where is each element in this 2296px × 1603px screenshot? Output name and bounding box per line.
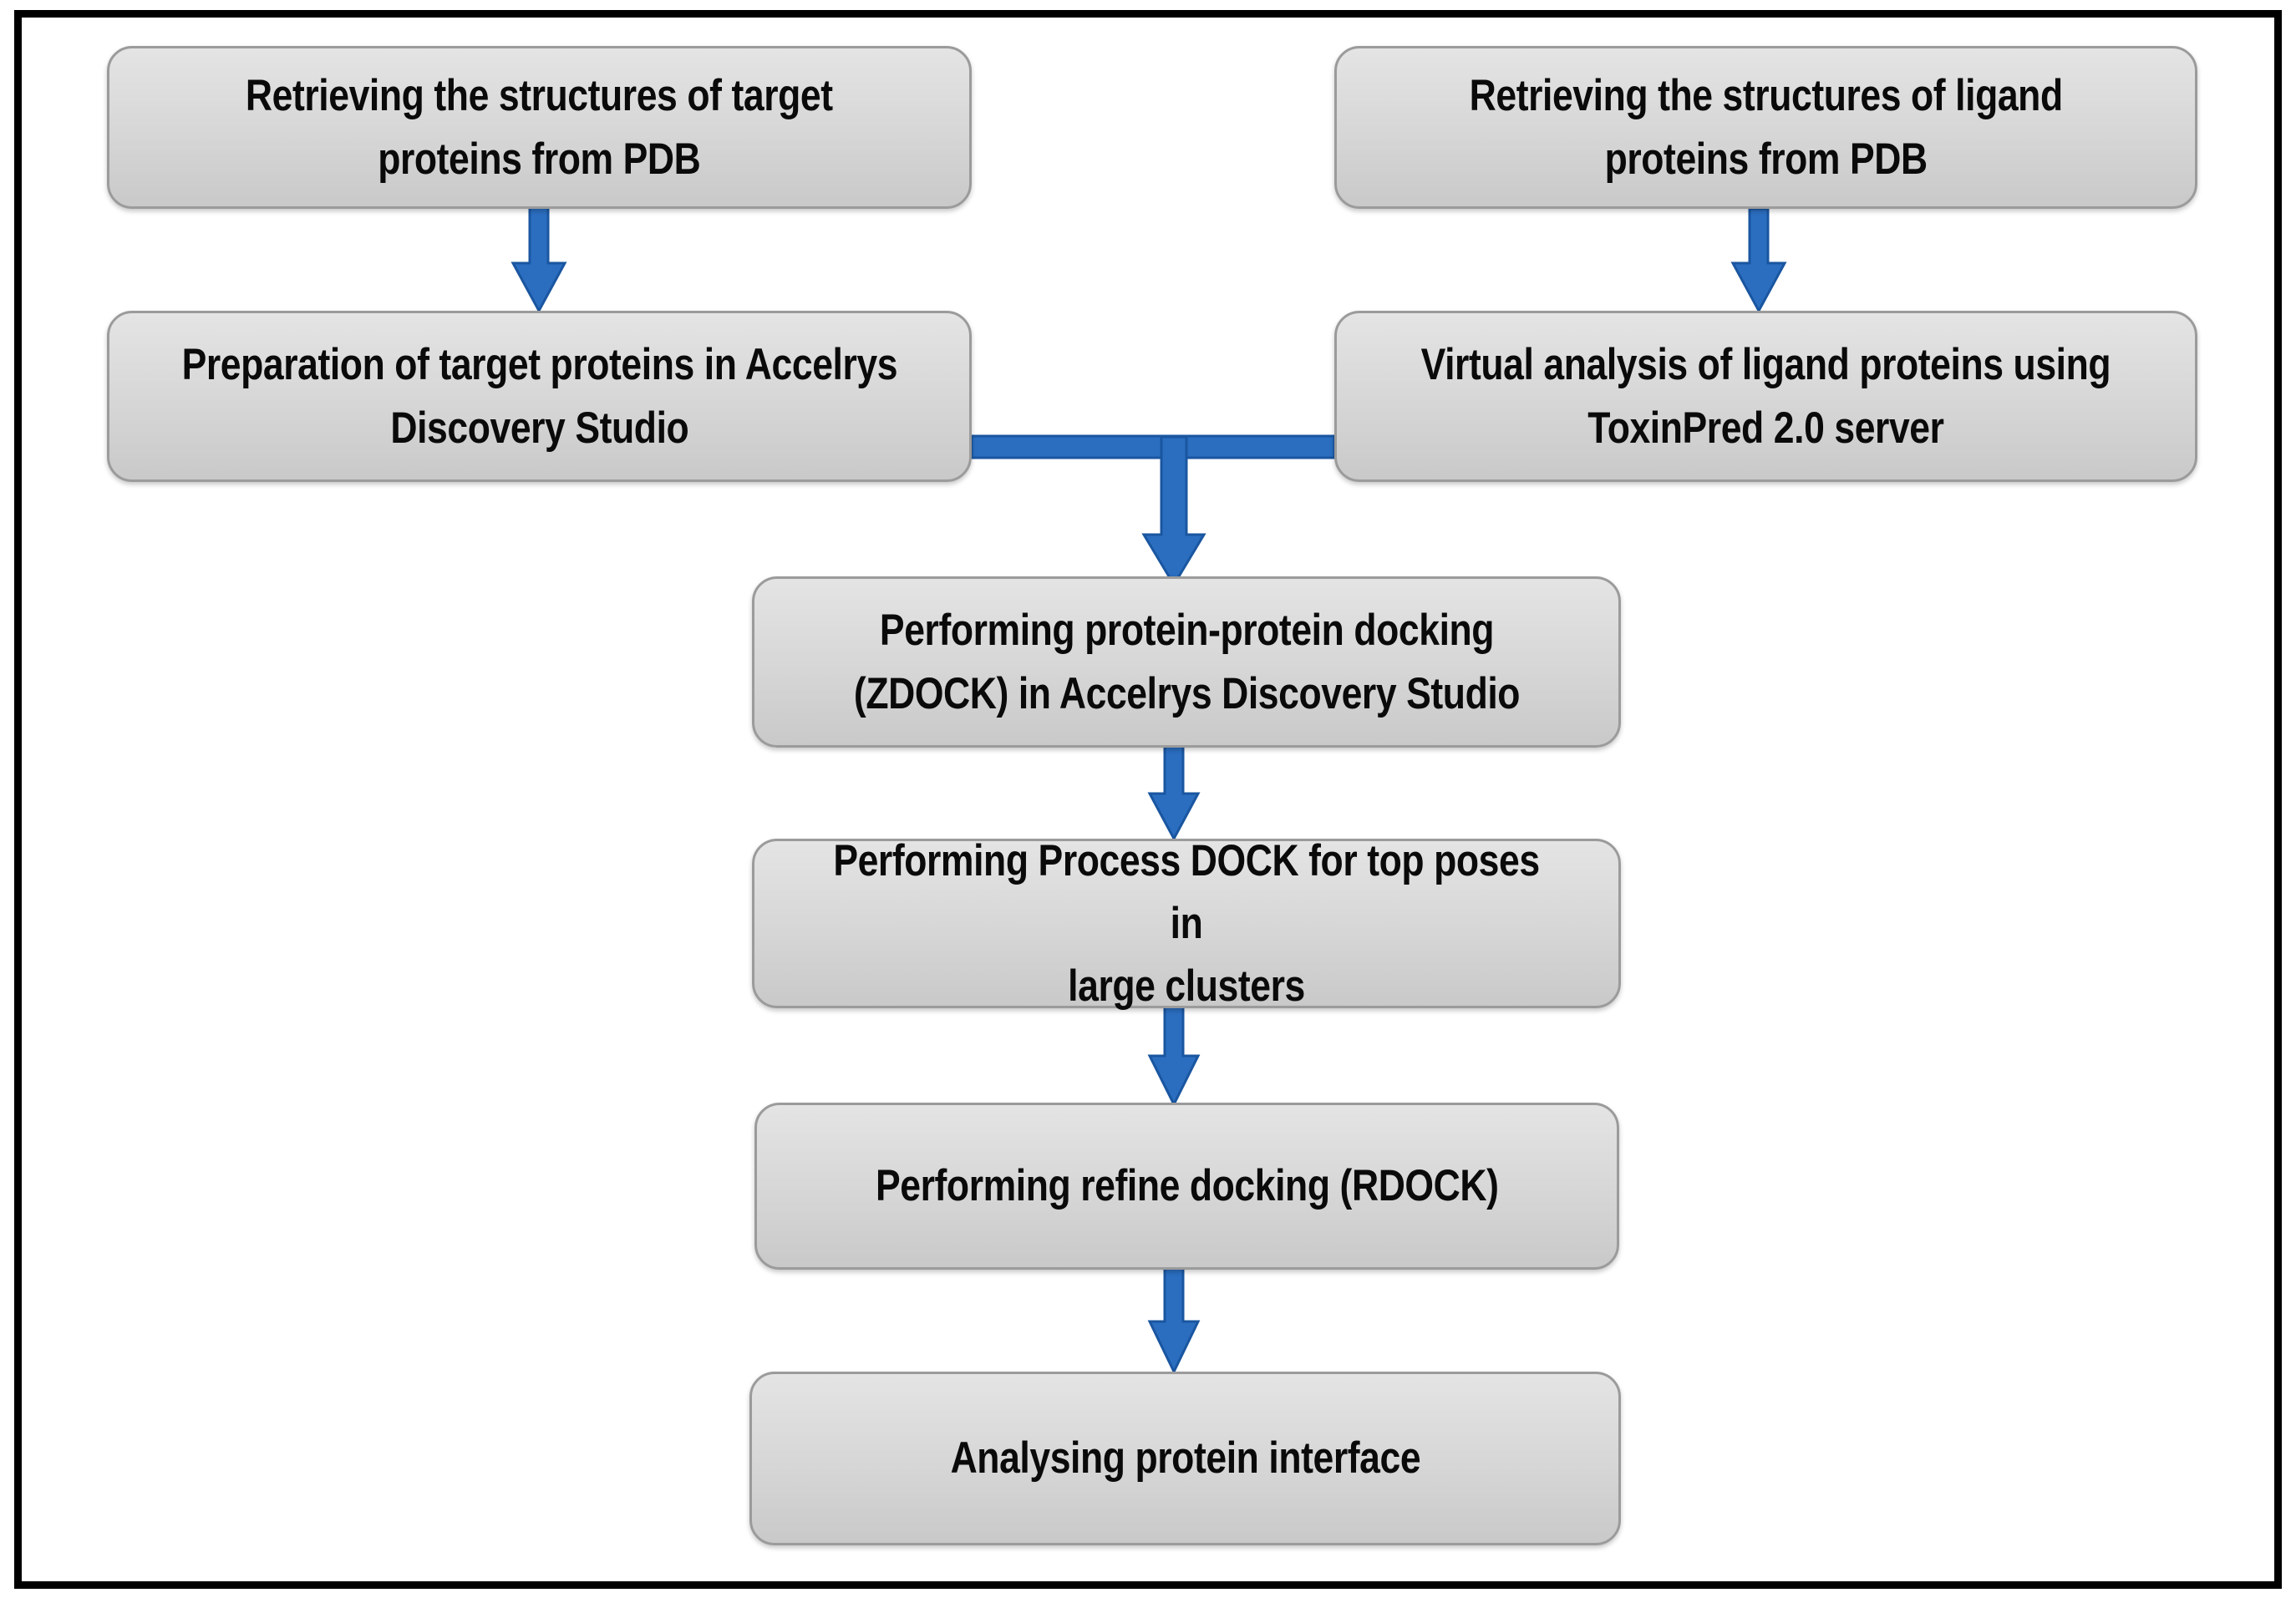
flow-node-label: Performing protein-protein docking (ZDOC…: [853, 606, 1520, 718]
flow-node-zdock-docking: Performing protein-protein docking (ZDOC…: [752, 576, 1621, 748]
flow-node-virtual-analysis-toxinpred: Virtual analysis of ligand proteins usin…: [1334, 311, 2197, 482]
flow-node-label: Performing Process DOCK for top poses in…: [833, 835, 1540, 1012]
flow-node-retrieve-ligand-structures: Retrieving the structures of ligand prot…: [1334, 46, 2197, 209]
flow-node-process-dock: Performing Process DOCK for top poses in…: [752, 836, 1621, 1011]
flow-node-analyse-protein-interface: Analysing protein interface: [749, 1372, 1621, 1545]
flow-node-label: Preparation of target proteins in Accelr…: [181, 340, 897, 453]
flow-node-label: Virtual analysis of ligand proteins usin…: [1420, 340, 2111, 453]
outer-frame: [14, 10, 2282, 1589]
flow-node-rdock-refine-docking: Performing refine docking (RDOCK): [754, 1103, 1619, 1270]
flow-node-label: Retrieving the structures of ligand prot…: [1469, 71, 2063, 184]
flow-node-retrieve-target-structures: Retrieving the structures of target prot…: [107, 46, 972, 209]
flow-node-label: Retrieving the structures of target prot…: [246, 71, 833, 184]
flow-node-label: Analysing protein interface: [950, 1433, 1420, 1484]
flow-node-prepare-target-proteins: Preparation of target proteins in Accelr…: [107, 311, 972, 482]
flow-node-label: Performing refine docking (RDOCK): [875, 1161, 1499, 1211]
